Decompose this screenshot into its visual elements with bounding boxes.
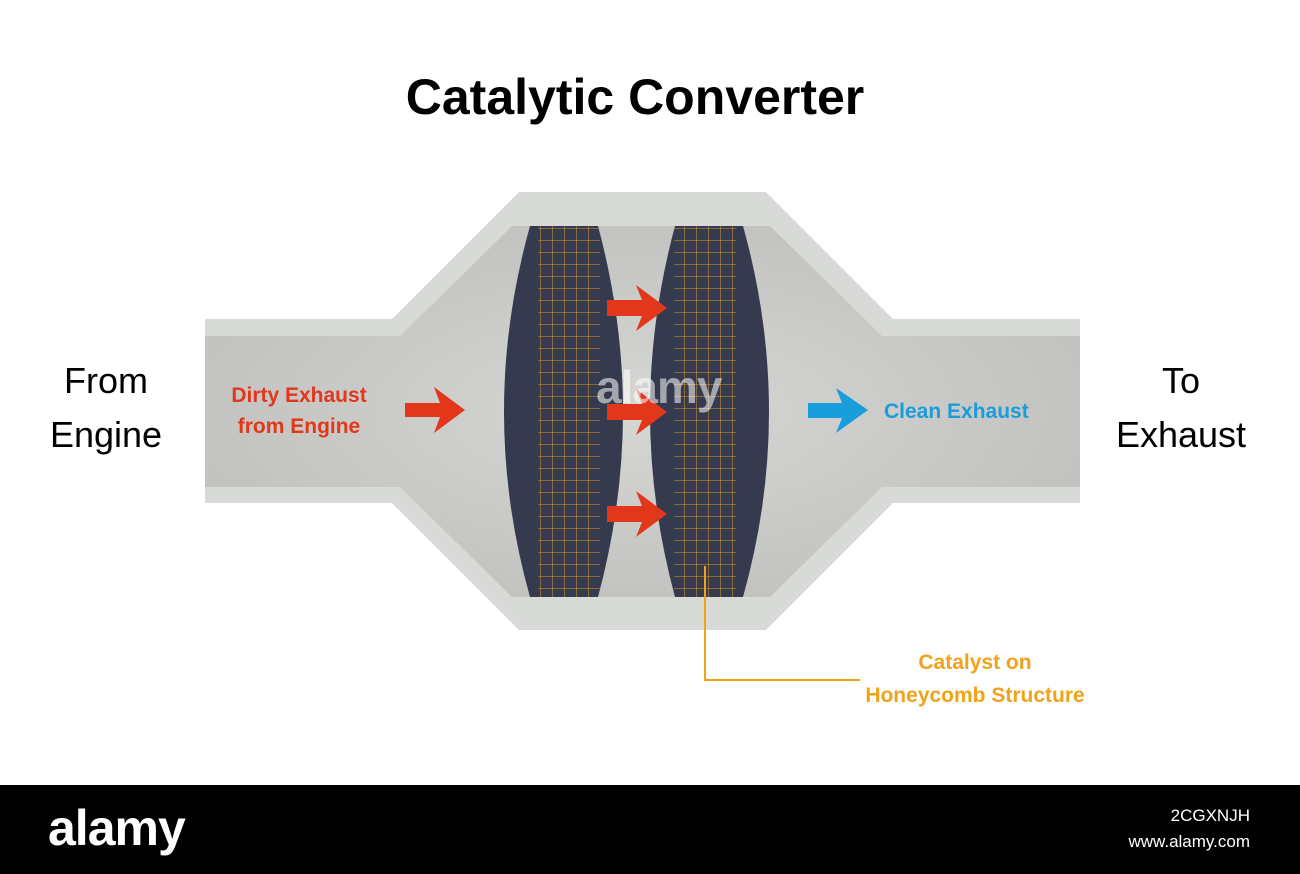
image-id: 2CGXNJH www.alamy.com: [1128, 803, 1250, 855]
from-label-line-1: From: [64, 360, 148, 401]
converter-diagram: [205, 192, 1080, 681]
catalyst-label-line-2: Honeycomb Structure: [865, 684, 1085, 707]
alamy-logo: alamy: [48, 800, 186, 856]
dirty-label-line-1: Dirty Exhaust: [231, 384, 367, 407]
honeycomb-monolith-left: [504, 226, 623, 597]
honeycomb-monolith-right: [650, 226, 769, 597]
red-arrow-icon: [607, 389, 667, 435]
catalyst-label-line-1: Catalyst on: [918, 651, 1032, 674]
red-arrow-icon: [607, 285, 667, 331]
dirty-exhaust-label: Dirty Exhaust from Engine: [214, 380, 384, 442]
clean-exhaust-label: Clean Exhaust: [884, 400, 1029, 423]
image-id-code: 2CGXNJH: [1170, 806, 1250, 825]
to-label-line-2: Exhaust: [1115, 414, 1247, 455]
watermark: alamy: [596, 361, 722, 413]
from-engine-label: From Engine: [30, 354, 182, 462]
red-arrow-icon: [607, 491, 667, 537]
to-label-line-1: To: [1161, 360, 1201, 401]
blue-arrow-icon: [808, 388, 868, 433]
catalyst-leader-line: [704, 566, 860, 681]
red-arrow-icon: [405, 387, 465, 433]
to-exhaust-label: To Exhaust: [1096, 354, 1266, 462]
dirty-label-line-2: from Engine: [237, 415, 361, 438]
site-url: www.alamy.com: [1128, 832, 1250, 851]
watermark-footer: alamy 2CGXNJH www.alamy.com: [0, 785, 1300, 874]
from-label-line-2: Engine: [49, 414, 163, 455]
page-title: Catalytic Converter: [405, 69, 865, 125]
catalyst-label: Catalyst on Honeycomb Structure: [830, 646, 1120, 712]
